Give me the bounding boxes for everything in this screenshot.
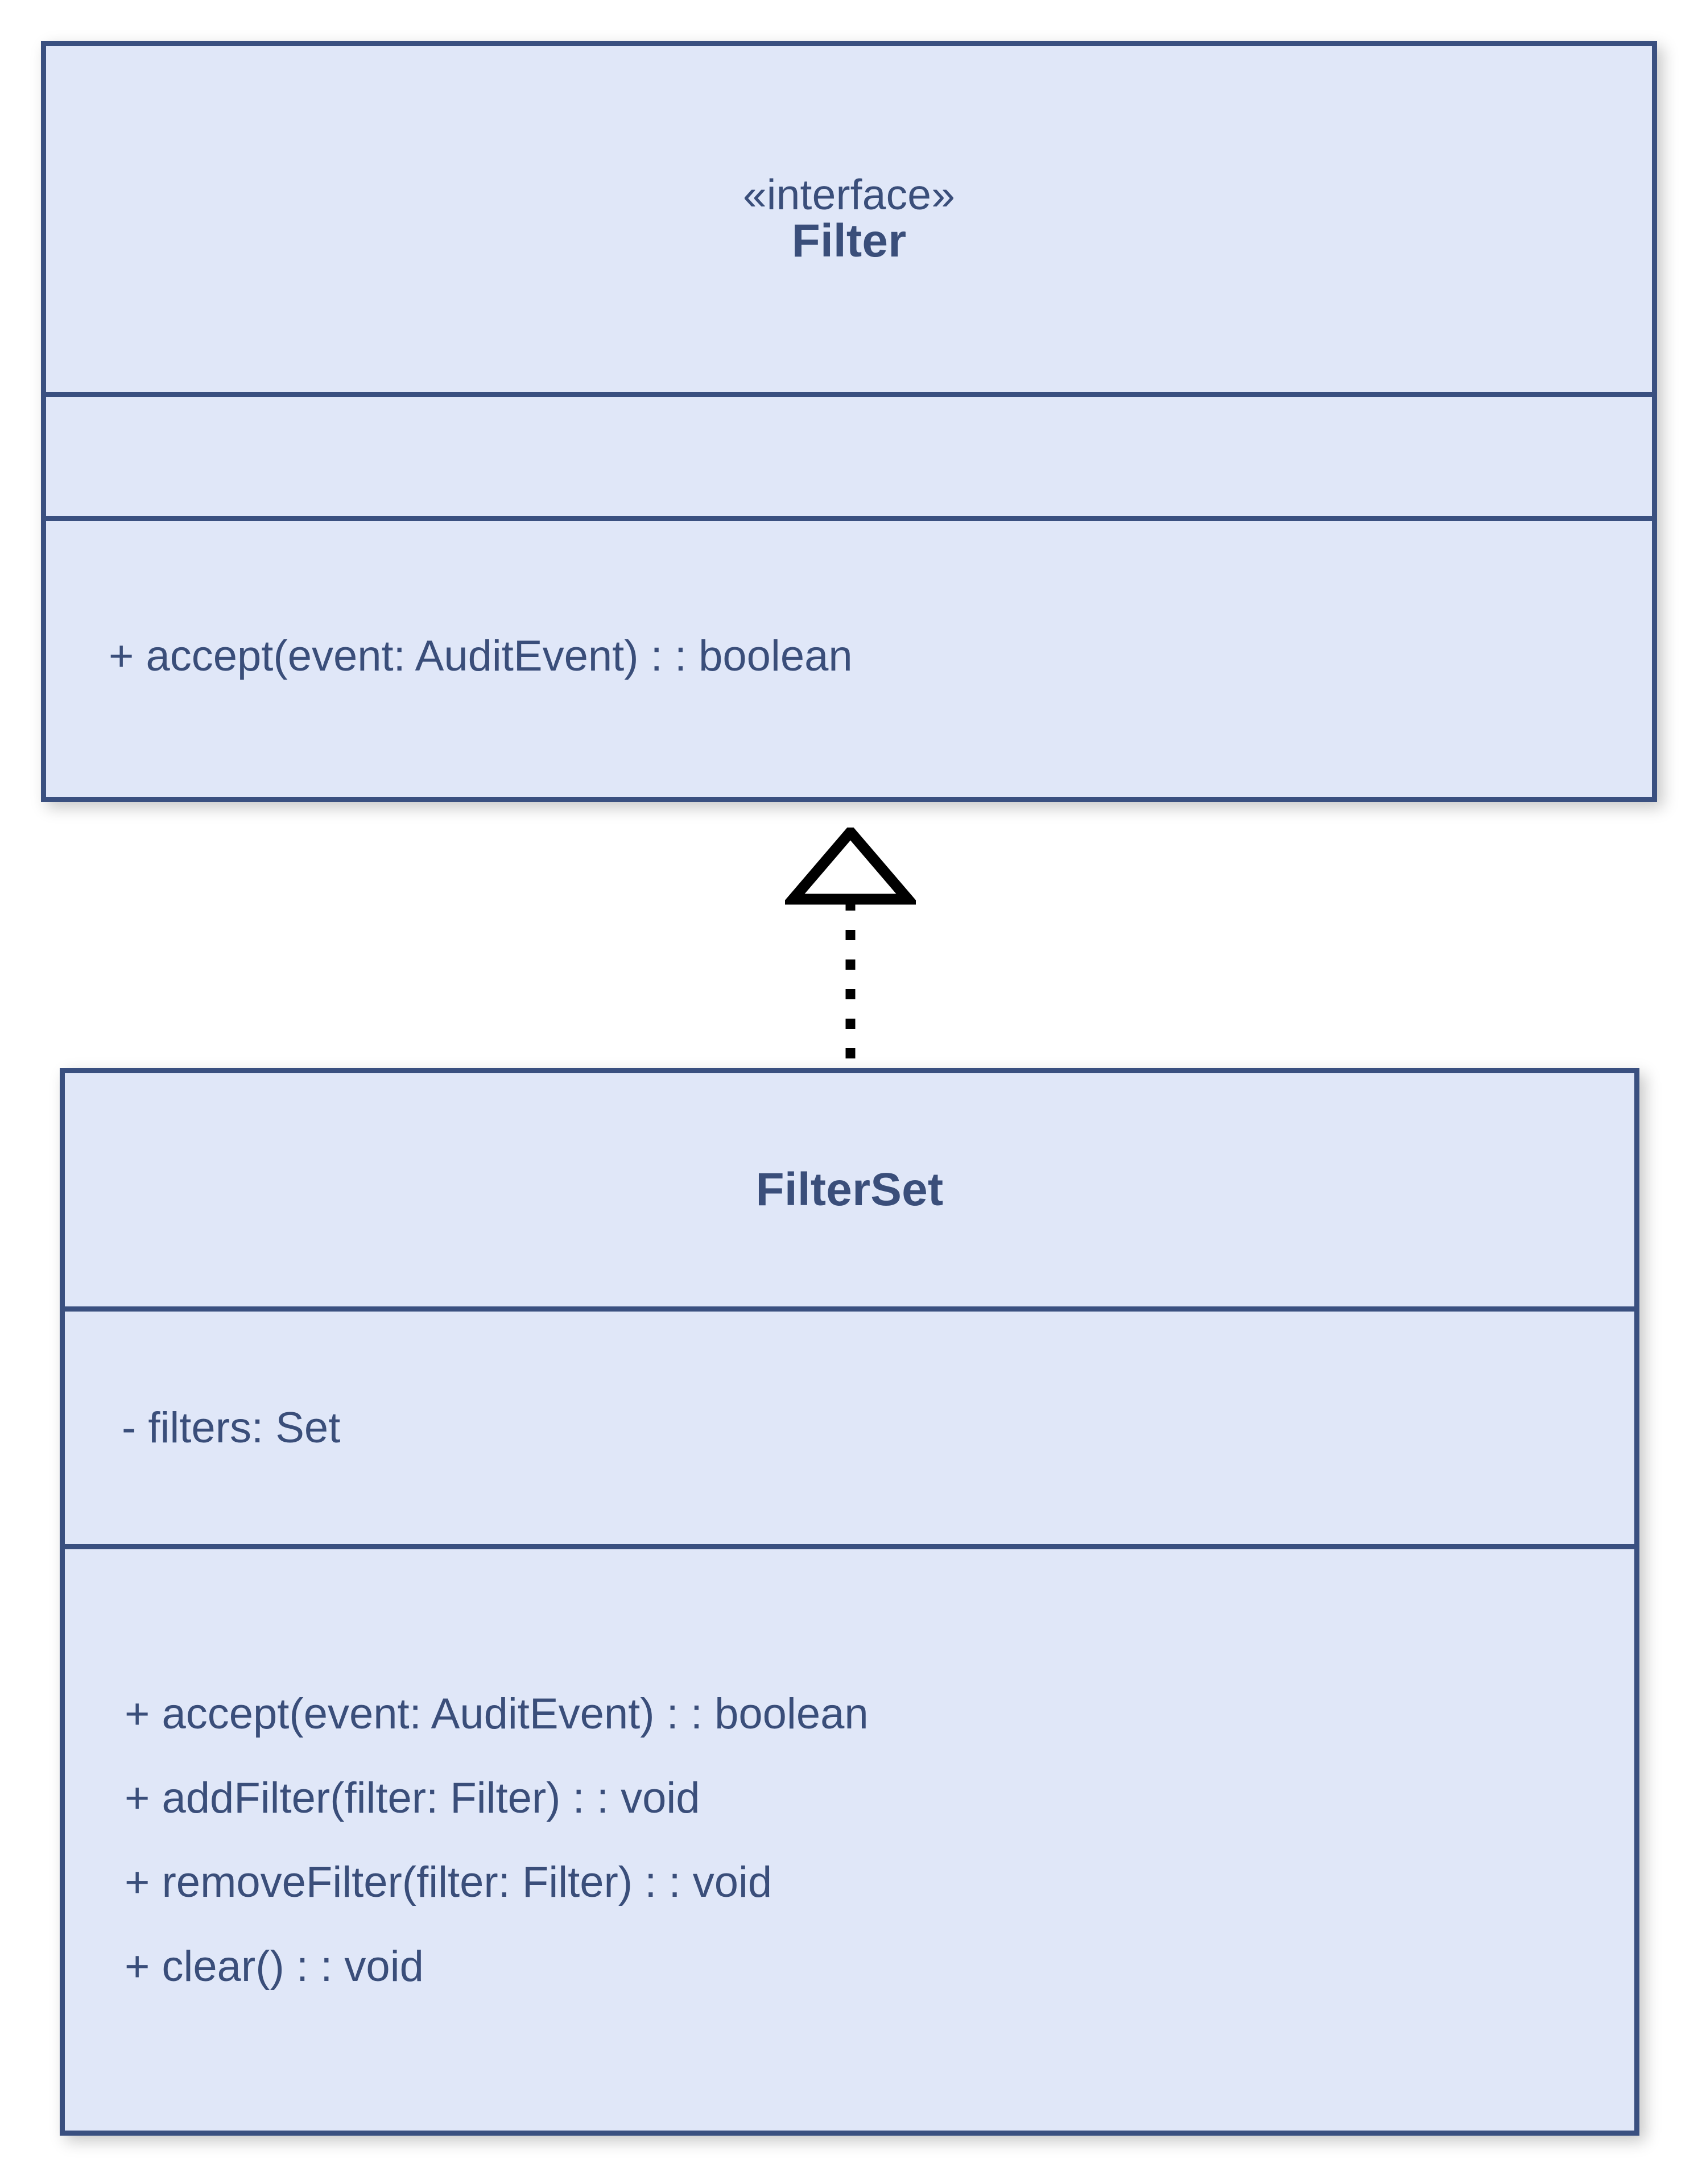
realization-connector [785,828,916,1078]
class-name-filterset: FilterSet [755,1163,944,1215]
attribute-row: - filters: Set [122,1403,341,1452]
hollow-triangle-arrowhead-icon [785,828,916,905]
operation-row: + clear() : : void [125,1942,424,1991]
class-header-filterset: FilterSet [65,1073,1634,1312]
operation-row: + accept(event: AuditEvent) : : boolean [109,632,853,680]
attributes-compartment-filterset: - filters: Set [65,1312,1634,1549]
class-header-filter: «interface» Filter [46,46,1652,397]
operations-compartment-filter: + accept(event: AuditEvent) : : boolean [46,521,1652,792]
operations-compartment-filterset: + accept(event: AuditEvent) : : boolean … [65,1549,1634,2131]
stereotype-label: «interface» [742,170,956,218]
operation-row: + addFilter(filter: Filter) : : void [125,1773,700,1822]
operation-row: + accept(event: AuditEvent) : : boolean [125,1689,869,1738]
class-box-filter[interactable]: «interface» Filter + accept(event: Audit… [41,41,1657,802]
realization-svg [785,828,916,1078]
operation-row: + removeFilter(filter: Filter) : : void [125,1858,772,1906]
class-name-filter: Filter [791,215,907,267]
class-box-filterset[interactable]: FilterSet - filters: Set + accept(event:… [60,1068,1639,2136]
attributes-compartment-filter [46,397,1652,521]
